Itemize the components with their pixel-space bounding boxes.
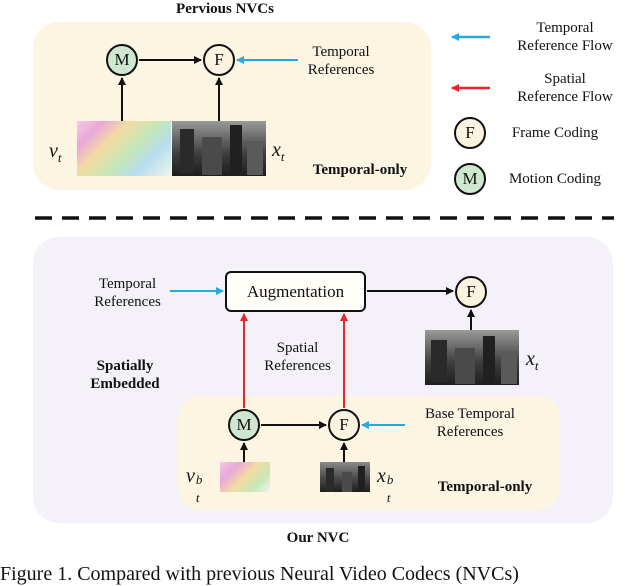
motion-flow-image xyxy=(77,121,171,176)
top-temporal-references-label: Temporal References xyxy=(307,44,375,78)
top-var-v: vt xyxy=(49,140,62,165)
motion-coding-node-top: M xyxy=(106,44,138,76)
top-var-x: xt xyxy=(272,139,285,164)
frame-image-output xyxy=(425,330,519,385)
top-panel-title: Pervious NVCs xyxy=(176,1,274,17)
motion-coding-node-bottom: M xyxy=(228,409,260,441)
legend-frame-coding-label: Frame Coding xyxy=(511,125,599,141)
augmentation-box: Augmentation xyxy=(225,271,366,312)
frame-coding-output-node: F xyxy=(455,276,487,308)
bottom-var-x: xt xyxy=(526,348,539,373)
bottom-mode-label: Temporal-only xyxy=(437,479,533,495)
legend-motion-coding-label: Motion Coding xyxy=(508,171,602,187)
legend-spatial-flow-label: Spatial Reference Flow xyxy=(517,71,613,105)
frame-coding-node-top: F xyxy=(203,44,235,76)
top-mode-label: Temporal-only xyxy=(312,162,408,178)
legend-frame-coding-icon: F xyxy=(454,117,486,149)
spatial-references-label: Spatial References xyxy=(264,340,331,374)
frame-coding-node-bottom: F xyxy=(328,409,360,441)
spatially-embedded-label: Spatially Embedded xyxy=(90,358,160,392)
base-temporal-references-label: Base Temporal References xyxy=(425,406,515,440)
legend-motion-coding-icon: M xyxy=(454,163,486,195)
frame-image-bottom xyxy=(320,462,370,492)
bottom-temporal-references-label: Temporal References xyxy=(94,276,161,310)
frame-image-top xyxy=(172,121,266,176)
bottom-panel-title: Our NVC xyxy=(286,530,350,546)
legend-temporal-flow-label: Temporal Reference Flow xyxy=(517,20,613,54)
motion-flow-image-bottom xyxy=(220,462,270,492)
